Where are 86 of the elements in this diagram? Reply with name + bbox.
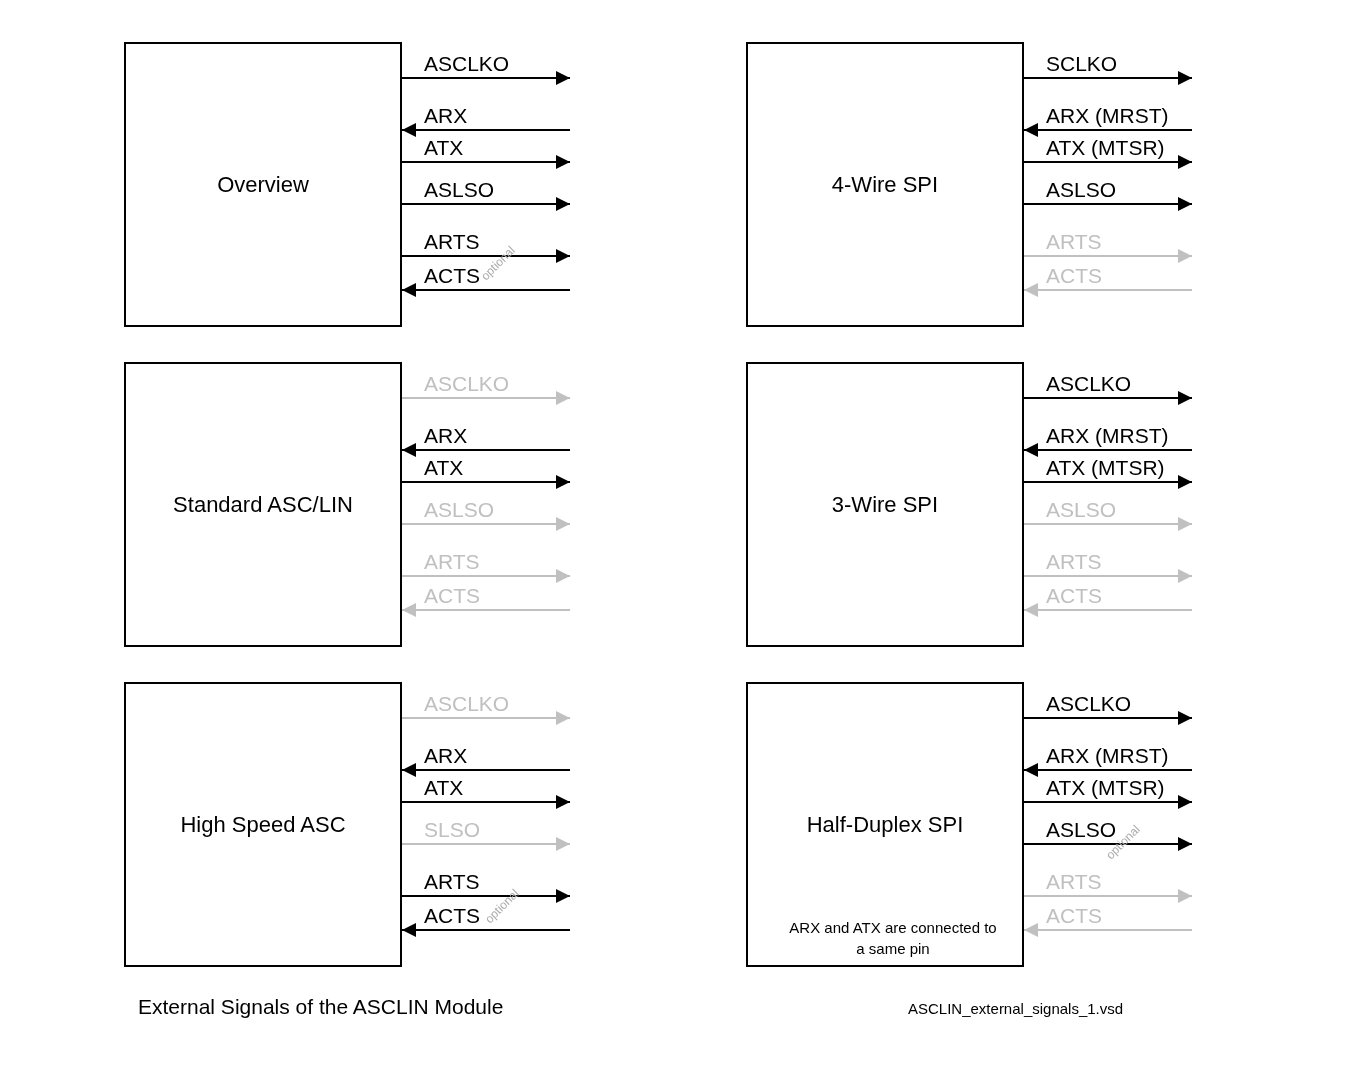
signal-label: ARTS (424, 870, 480, 894)
signal-label: ATX (MTSR) (1046, 456, 1165, 480)
signal-arrow (1023, 711, 1193, 725)
signal-arrow (401, 569, 571, 583)
note-text: ARX and ATX are connected to a same pin (788, 918, 998, 959)
signal-label: ARTS (424, 230, 480, 254)
signal-arrow (1023, 475, 1193, 489)
signal-label: ASCLKO (1046, 372, 1132, 396)
signal-arrow (401, 283, 571, 297)
signal-arrow (1023, 795, 1193, 809)
signal-arrow (401, 71, 571, 85)
signal-label: ATX (424, 776, 464, 800)
signal-label: ASLSO (424, 178, 495, 202)
signal-label: ARX (MRST) (1046, 744, 1169, 768)
module-name: 3-Wire SPI (831, 490, 939, 519)
module-name: 4-Wire SPI (831, 170, 939, 199)
signal-label: ACTS (424, 584, 480, 608)
file-name: ASCLIN_external_signals_1.vsd (908, 1000, 1124, 1017)
signal-label: ASCLKO (1046, 692, 1132, 716)
signal-arrow (1023, 123, 1193, 137)
signal-arrow (401, 603, 571, 617)
signal-arrow (1023, 923, 1193, 937)
signal-label: ARTS (424, 550, 480, 574)
signal-label: ARX (424, 104, 468, 128)
module-name: Standard ASC/LIN (173, 490, 353, 519)
signal-label: ARX (MRST) (1046, 424, 1169, 448)
module-name: Half-Duplex SPI (806, 810, 964, 839)
signal-label: SCLKO (1046, 52, 1118, 76)
signal-arrow (1023, 391, 1193, 405)
signal-label: ARTS (1046, 230, 1102, 254)
signal-arrow (401, 795, 571, 809)
module-name: Overview (217, 170, 309, 199)
signal-arrow (401, 249, 571, 263)
signal-arrow (1023, 443, 1193, 457)
signal-arrow (1023, 283, 1193, 297)
signal-arrow (401, 475, 571, 489)
signal-arrow (401, 123, 571, 137)
signal-label: ACTS (424, 904, 480, 928)
signal-arrow (1023, 197, 1193, 211)
signal-label: ARTS (1046, 550, 1102, 574)
signal-arrow (401, 837, 571, 851)
signal-arrow (1023, 763, 1193, 777)
signal-arrow (401, 763, 571, 777)
signal-label: ARX (MRST) (1046, 104, 1169, 128)
signal-label: ASLSO (1046, 498, 1117, 522)
signal-arrow (401, 889, 571, 903)
signal-label: ACTS (1046, 584, 1102, 608)
signal-arrow (1023, 517, 1193, 531)
signal-label: ASCLKO (424, 692, 510, 716)
signal-arrow (401, 155, 571, 169)
module-box (746, 362, 1024, 647)
signal-label: ATX (MTSR) (1046, 136, 1165, 160)
module-box (124, 42, 402, 327)
signal-arrow (401, 391, 571, 405)
module-box (124, 682, 402, 967)
module-box (746, 42, 1024, 327)
signal-label: ASCLKO (424, 372, 510, 396)
signal-arrow (401, 443, 571, 457)
signal-label: ASLSO (1046, 178, 1117, 202)
signal-arrow (1023, 603, 1193, 617)
caption: External Signals of the ASCLIN Module (138, 995, 504, 1019)
signal-label: ARX (424, 744, 468, 768)
signal-arrow (1023, 569, 1193, 583)
signal-arrow (401, 711, 571, 725)
signal-arrow (1023, 249, 1193, 263)
signal-label: ASCLKO (424, 52, 510, 76)
signal-label: SLSO (424, 818, 481, 842)
signal-label: ATX (424, 456, 464, 480)
signal-label: ACTS (1046, 264, 1102, 288)
signal-label: ARTS (1046, 870, 1102, 894)
signal-arrow (401, 517, 571, 531)
signal-label: ARX (424, 424, 468, 448)
signal-label: ACTS (424, 264, 480, 288)
signal-label: ASLSO (424, 498, 495, 522)
module-box (746, 682, 1024, 967)
signal-arrow (401, 197, 571, 211)
signal-label: ATX (424, 136, 464, 160)
module-box (124, 362, 402, 647)
signal-arrow (1023, 837, 1193, 851)
signal-label: ATX (MTSR) (1046, 776, 1165, 800)
signal-arrow (1023, 71, 1193, 85)
signal-label: ACTS (1046, 904, 1102, 928)
signal-arrow (1023, 155, 1193, 169)
signal-arrow (401, 923, 571, 937)
module-name: High Speed ASC (180, 810, 346, 839)
signal-arrow (1023, 889, 1193, 903)
